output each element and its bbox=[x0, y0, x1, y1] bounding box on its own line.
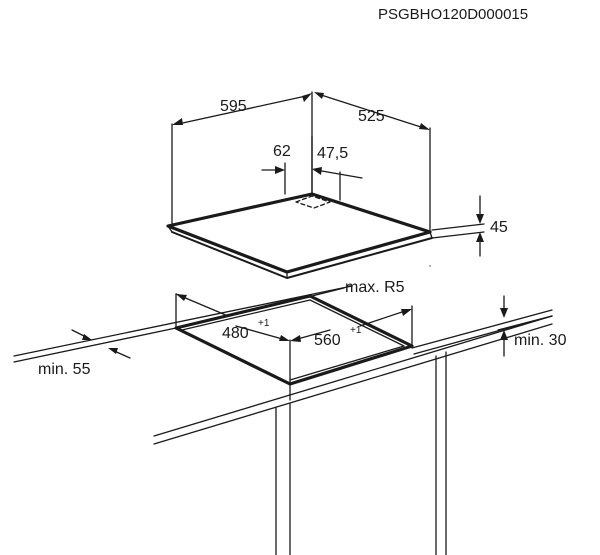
cabinet bbox=[275, 351, 447, 555]
cutout-width-label: 560 bbox=[314, 332, 341, 349]
cutout-width-tolerance: +1 bbox=[350, 325, 362, 336]
radius-leader bbox=[311, 287, 345, 297]
front-clearance-label: min. 55 bbox=[38, 361, 91, 378]
hob-height-label: 45 bbox=[490, 219, 508, 236]
cutout-radius-label: max. R5 bbox=[345, 279, 405, 296]
burner-marker bbox=[295, 195, 331, 209]
worktop bbox=[13, 265, 553, 445]
hob-offset-dimensions bbox=[261, 135, 363, 201]
drawing-code: PSGBHO120D000015 bbox=[378, 6, 528, 23]
hob-depth-label: 525 bbox=[358, 108, 385, 125]
cutout-dimensions bbox=[175, 293, 413, 385]
cutout-depth-tolerance: +1 bbox=[258, 318, 270, 329]
below-clearance-label: min. 30 bbox=[514, 332, 567, 349]
cutout-depth-label: 480 bbox=[222, 325, 249, 342]
hob-offset-left-label: 62 bbox=[273, 143, 291, 160]
front-clearance-dimension bbox=[71, 329, 131, 359]
hob-body bbox=[166, 192, 433, 279]
hob-offset-right-label: 47,5 bbox=[317, 145, 348, 162]
hob-depth-dimension bbox=[314, 92, 431, 233]
below-clearance-dimension bbox=[497, 295, 553, 357]
hob-width-label: 595 bbox=[220, 98, 247, 115]
hob-height-dimension bbox=[431, 195, 485, 257]
hob-plate-underside bbox=[171, 231, 433, 279]
hob-top-plate bbox=[166, 192, 432, 274]
